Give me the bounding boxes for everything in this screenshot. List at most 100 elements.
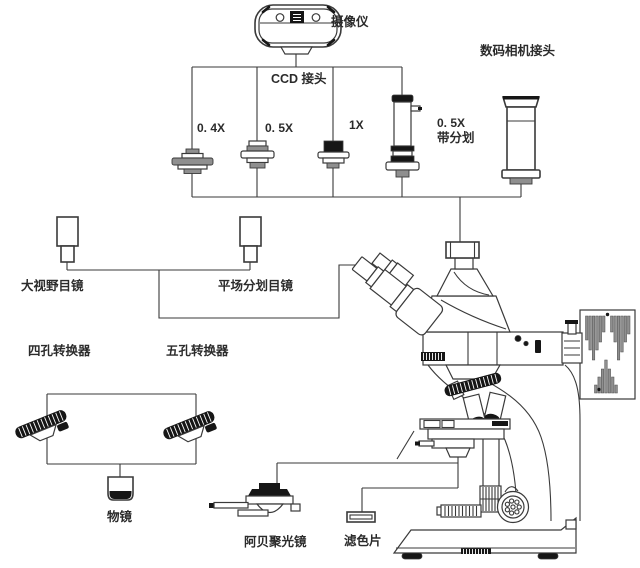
five-hole-nosepiece	[163, 411, 217, 443]
base	[392, 516, 577, 560]
microscope-body	[351, 241, 636, 560]
focus-knob-hole	[514, 509, 520, 515]
label-four-hole-nosepiece: 四孔转换器	[28, 343, 91, 358]
stage-vernier	[492, 421, 508, 426]
centering-screw	[567, 322, 577, 335]
adapter-band	[181, 152, 204, 159]
adapter-cap	[185, 148, 200, 154]
condenser-cap	[248, 489, 291, 496]
digital-camera-connector-tube	[501, 96, 541, 185]
adapter-base	[249, 162, 266, 169]
focus-knob-hole	[516, 504, 522, 510]
label-widefield-eyepiece: 大视野目镜	[21, 278, 84, 293]
base-foot-right	[537, 552, 559, 560]
condenser-lever	[213, 501, 249, 509]
band-ticks	[448, 373, 498, 396]
panel-fins-top-right	[610, 315, 631, 361]
base-label-strip	[461, 548, 491, 554]
arm-dividers	[467, 332, 498, 365]
eyepiece-tube-front	[351, 256, 444, 336]
adapter-cap	[323, 140, 344, 153]
nosepiece-ticks	[166, 412, 212, 439]
nosepiece-nub	[205, 422, 217, 433]
label-adapter-0-4x: 0. 4X	[197, 121, 225, 135]
ccd-camera-head	[254, 4, 342, 55]
focus-knob-hole	[514, 499, 520, 505]
adapter-0-5x-reticle-tube	[385, 94, 422, 178]
label-objective: 物镜	[107, 509, 133, 524]
knobs	[436, 486, 530, 524]
condenser-pin	[290, 503, 301, 512]
objective-lens	[107, 476, 134, 501]
label-adapter-1x: 1X	[349, 118, 364, 132]
label-adapter-0-5x: 0. 5X	[265, 121, 293, 135]
adapter-base	[183, 168, 202, 174]
label-five-hole-nosepiece: 五孔转换器	[166, 343, 229, 358]
arm-slot	[535, 340, 541, 353]
dc-top-edge	[503, 96, 539, 100]
adapter-0-5x	[240, 140, 275, 169]
centering-screw-cap	[565, 320, 578, 324]
condenser-lever-tip	[209, 503, 216, 508]
nosepiece-ticks	[18, 411, 64, 438]
arm-dot-1	[514, 335, 522, 342]
panel-dot-bottom	[597, 387, 601, 392]
adapter-flange	[171, 157, 214, 166]
arm-striped-block	[421, 352, 445, 361]
nosepiece-knurled-band	[15, 410, 67, 439]
nosepiece-cone	[176, 424, 206, 443]
tube-ring	[392, 150, 413, 157]
condenser-top-knob	[259, 483, 280, 489]
widefield-eyepiece	[56, 216, 79, 263]
bracket-knob	[418, 440, 435, 447]
flare-curve	[453, 271, 490, 296]
focus-knob-hole	[504, 507, 511, 513]
stage-assembly	[396, 418, 511, 460]
arm-striped-ticks	[423, 353, 442, 360]
label-adapter-0-5x-reticle-2: 带分划	[437, 130, 475, 145]
head-curve	[440, 299, 507, 330]
scope-nosepiece-band	[444, 372, 502, 397]
label-digital-camera-adapter: 数码相机接头	[479, 43, 556, 58]
camera-screw-right	[311, 13, 321, 22]
condenser-flange	[245, 495, 294, 505]
tube-cap	[391, 94, 414, 103]
stage-brace	[396, 430, 415, 460]
label-filter: 滤色片	[344, 533, 382, 548]
adapter-band	[246, 157, 269, 164]
binocular-tubes	[351, 252, 444, 336]
label-adapter-0-5x-reticle-1: 0. 5X	[437, 116, 465, 130]
label-plan-reticle-eyepiece: 平场分划目镜	[218, 278, 294, 293]
stand-outer-edge	[564, 364, 581, 521]
panel-fins-top-left	[585, 315, 606, 361]
tube-ring	[390, 145, 415, 152]
base-switch	[565, 519, 577, 530]
adapter-1x	[317, 140, 350, 169]
condenser-swing-plate	[237, 509, 269, 517]
dc-bottom-flange	[501, 169, 541, 179]
ccd-adapter-bus-top	[191, 66, 403, 149]
connector-lines	[46, 54, 522, 512]
lamp-collar-lines	[564, 340, 580, 356]
tube-clamp-tip	[418, 107, 422, 110]
nosepiece-cone	[28, 423, 58, 442]
eyepiece-tube-back	[371, 252, 415, 292]
labels: 摄像仪 CCD 接头 数码相机接头 0. 4X 0. 5X 1X 0. 5X 带…	[21, 14, 556, 549]
adapter-band	[322, 157, 345, 164]
port-flare	[436, 268, 495, 297]
base-body	[392, 516, 577, 554]
adapter-base	[326, 162, 340, 169]
trinocular-port	[445, 241, 480, 259]
filter-plate	[346, 511, 376, 523]
focus-knob-hole	[508, 510, 515, 516]
eyepiece-net	[66, 262, 357, 319]
color-filter	[346, 511, 376, 523]
adapter-0-4x	[171, 148, 214, 174]
nosepiece-nub	[57, 421, 69, 432]
eyepiece-barrel	[243, 245, 258, 263]
dc-body	[506, 106, 536, 171]
lamphouse-panel	[579, 309, 636, 400]
adapter-cap	[248, 140, 267, 147]
head-and-port	[423, 241, 511, 333]
